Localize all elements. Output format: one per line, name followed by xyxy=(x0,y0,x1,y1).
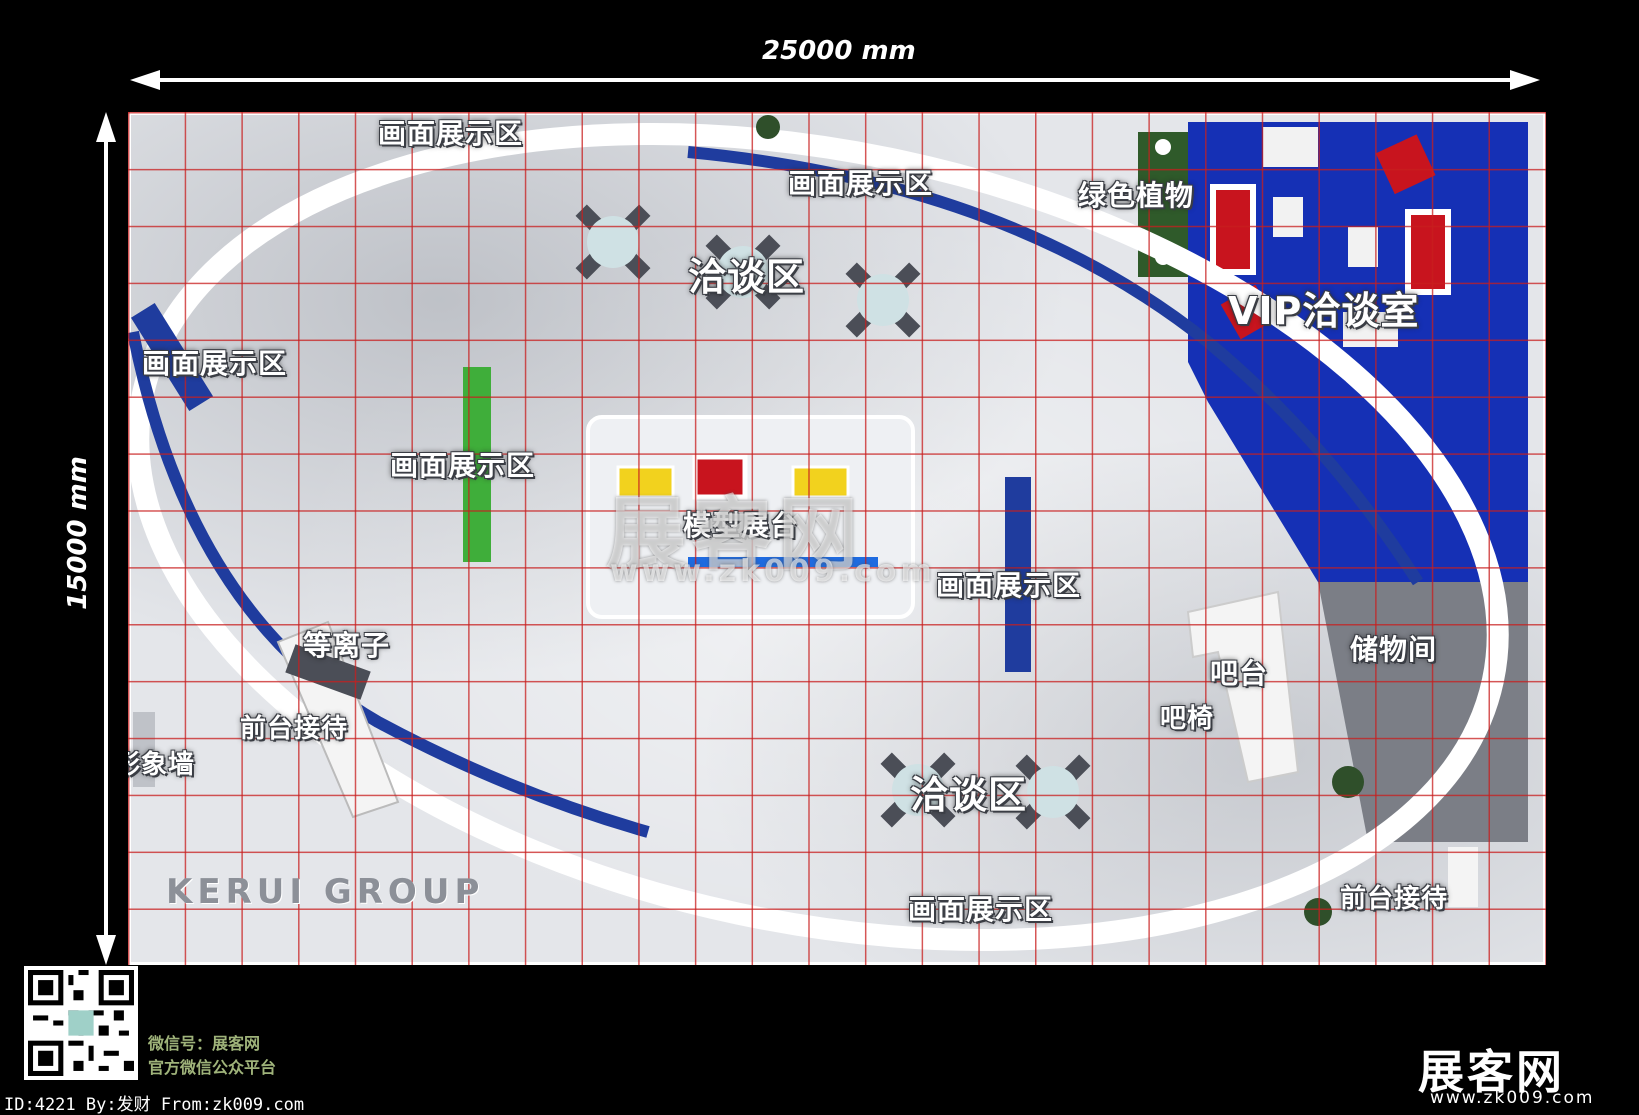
display-wall-curve xyxy=(128,330,650,838)
watermark-url: www.zk009.com xyxy=(610,554,936,589)
reception-desk-right xyxy=(1448,847,1478,907)
watermark-logo: 展客网 xyxy=(606,487,864,581)
zone-label-negotiation: 洽谈区 xyxy=(910,773,1028,817)
wechat-id: 微信号：展客网 xyxy=(148,1034,261,1053)
footer-id-line: ID:4221 By:发财 From:zk009.com xyxy=(4,1095,305,1115)
zone-label-bar-chairs: 吧椅 xyxy=(1160,704,1215,734)
qr-code xyxy=(24,966,138,1080)
zone-label-display: 画面展示区 xyxy=(908,893,1054,926)
zone-label-reception: 前台接待 xyxy=(1340,884,1449,914)
zone-label-green-plants: 绿色植物 xyxy=(1078,179,1195,212)
wechat-description: 官方微信公众平台 xyxy=(148,1058,277,1077)
width-dimension-label: 25000 mm xyxy=(762,36,916,66)
vip-sofa xyxy=(1210,184,1256,275)
brand-url: www.zk009.com xyxy=(1430,1088,1595,1108)
zone-label-display: 画面展示区 xyxy=(788,167,934,200)
zone-label-plasma: 等离子 xyxy=(303,629,391,662)
zone-label-model-platform: 模型展台 xyxy=(683,509,800,542)
zone-label-display: 画面展示区 xyxy=(378,117,524,150)
qr-code-pattern xyxy=(28,970,134,1076)
zone-label-reception: 前台接待 xyxy=(240,714,349,744)
height-dimension-label: 15000 mm xyxy=(63,456,93,610)
zone-label-display: 画面展示区 xyxy=(390,449,536,482)
floor-plan: 画面展示区 画面展示区 画面展示区 画面展示区 画面展示区 画面展示区 洽谈区 … xyxy=(128,112,1546,965)
brand-logo: 展客网 xyxy=(1418,1045,1565,1099)
zone-label-display: 画面展示区 xyxy=(142,347,288,380)
zone-label-negotiation: 洽谈区 xyxy=(688,255,806,299)
zone-label-storage: 储物间 xyxy=(1350,633,1438,666)
zone-label-image-wall: 形象墙 xyxy=(128,750,196,780)
zone-label-vip-room: VIP洽谈室 xyxy=(1228,289,1420,333)
company-logo-text: KERUI GROUP xyxy=(166,872,485,912)
zone-label-display: 画面展示区 xyxy=(936,569,1082,602)
zone-label-bar: 吧台 xyxy=(1210,657,1269,690)
